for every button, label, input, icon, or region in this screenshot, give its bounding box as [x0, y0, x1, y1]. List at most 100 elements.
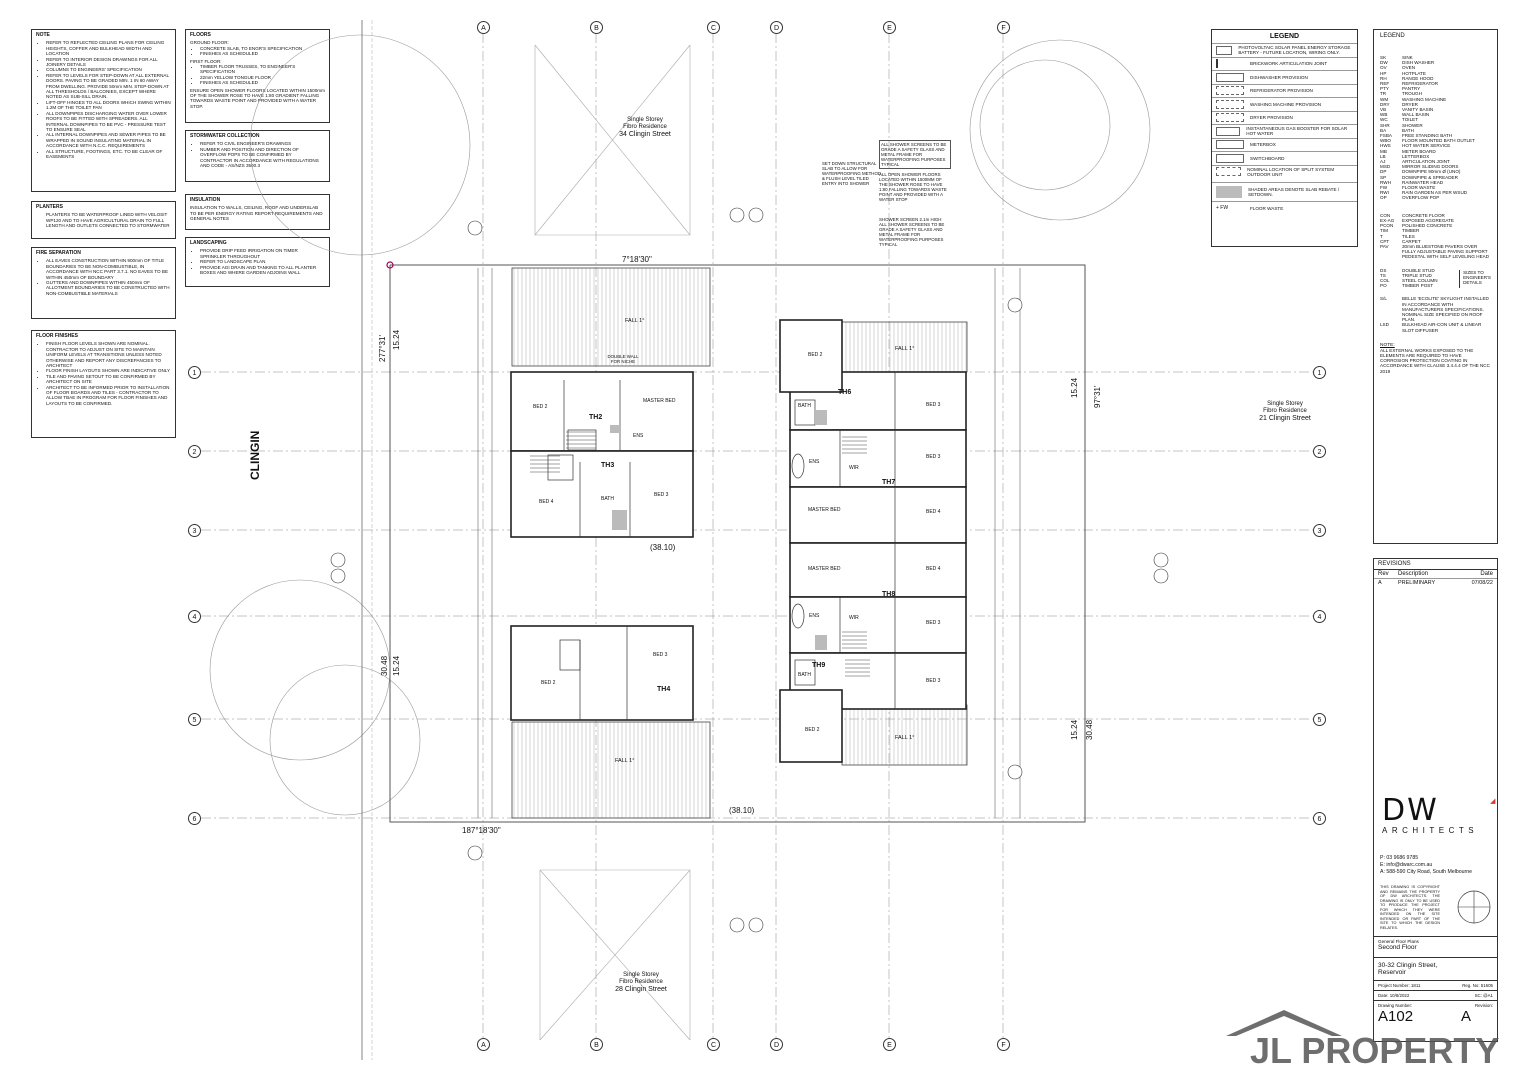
abbr-code: DRY: [1380, 101, 1390, 107]
note-item: REFER TO REFLECTED CEILING PLANS FOR CEI…: [46, 40, 171, 56]
abbr-code: TR: [1380, 91, 1387, 97]
floor-item: FINISHES AS SCHEDULED: [200, 51, 325, 56]
grid-bubble-bottom-a: A: [477, 1038, 490, 1051]
floor-finish-item: ARCHITECT TO BE INFORMED PRIOR TO INSTAL…: [46, 385, 171, 407]
legend-text: NOMINAL LOCATION OF SPLIT SYSTEM OUTDOOR…: [1247, 166, 1335, 177]
legend-title: LEGEND: [1269, 33, 1300, 40]
abbr-meaning: RAINWATER HEAD: [1402, 179, 1444, 185]
legend-text: INSTANTANEOUS GAS BOOSTER FOR SOLAR HOT …: [1246, 126, 1348, 137]
deck-fall-bottom: FALL 1°: [615, 758, 635, 764]
bearing-bottom: 187°18'30": [462, 826, 501, 835]
dimension-bottom-left-a: 30.48: [380, 655, 389, 676]
landscaping-list: PROVIDE DRIP FEED IRRIGATION ON TIMER SP…: [190, 248, 325, 275]
grid-bubble-top-b: B: [590, 21, 603, 34]
townhouse-label-th8: TH8: [882, 591, 896, 598]
reg-number-label: Reg. No:: [1462, 983, 1480, 988]
grid-bubble-left-5: 5: [188, 713, 201, 726]
abbr-code: DW: [1380, 60, 1388, 66]
grid-bubble-top-e: E: [883, 21, 896, 34]
project-number: 1811: [1410, 983, 1421, 988]
grid-bubble-bottom-f: F: [997, 1038, 1010, 1051]
room-bath-th6: BATH: [798, 403, 811, 409]
abbr-meaning: METER BOARD: [1402, 148, 1436, 154]
neighbour-line: 34 Clingin Street: [619, 131, 671, 138]
abbr-code: WC: [1380, 117, 1388, 123]
abbr-code: OV: [1380, 65, 1387, 71]
grid-bubble-top-c: C: [707, 21, 720, 34]
abbr-code: OP: [1380, 195, 1387, 201]
abbr-meaning: BULKHEAD AIR-CON UNIT & LINEAR SLOT DIFF…: [1402, 322, 1482, 333]
legend-row: SWITCHBOARD: [1212, 151, 1357, 165]
townhouse-block-right: [779, 319, 967, 763]
room-bath-th9: BATH: [798, 672, 811, 678]
project-number-label: Project Number:: [1378, 983, 1410, 988]
first-floor-list: TIMBER FLOOR TRUSSES, TO ENGINEER'S SPEC…: [190, 64, 325, 86]
stormwater-box: STORMWATER COLLECTION REFER TO CIVIL ENG…: [185, 130, 330, 182]
revisions-title: REVISIONS: [1374, 559, 1497, 570]
dryer-icon: [1216, 113, 1244, 123]
room-master-bed-th8: MASTER BED: [808, 566, 841, 572]
room-bed3-th3: BED 3: [654, 492, 669, 498]
planters-text: PLANTERS TO BE WATERPROOF LINED WITH VEL…: [46, 212, 170, 229]
reg-number: 51605: [1480, 983, 1493, 988]
neighbour-line: Single Storey: [627, 117, 663, 123]
grid-bubble-bottom-c: C: [707, 1038, 720, 1051]
note-item: REFER TO LEVELS FOR STEP-DOWN AT ALL EXT…: [46, 73, 171, 100]
room-bed3-th7: BED 3: [926, 454, 941, 460]
townhouse-label-th4: TH4: [657, 686, 671, 693]
scale-label: SC:: [1474, 993, 1482, 998]
rev-header-rev: Rev: [1378, 571, 1389, 577]
shower-screen-note-2: ALL OPEN SHOWER FLOORS LOCATED WITHIN 15…: [879, 172, 947, 202]
first-floor-label: FIRST FLOOR:: [190, 58, 222, 64]
grid-bubble-right-1: 1: [1313, 366, 1326, 379]
room-bed2-th2: BED 2: [533, 404, 548, 410]
note-item: ALL STRUCTURE, FOOTINGS, ETC. TO BE CLEA…: [46, 149, 171, 160]
insulation-text: INSULATION TO WALLS, CEILING, ROOF AND U…: [190, 205, 323, 222]
grid-bubble-top-f: F: [997, 21, 1010, 34]
site-boundary: [389, 264, 1086, 823]
townhouse-label-th2: TH2: [589, 414, 603, 421]
balcony-right-bottom: [841, 704, 968, 766]
note-item: ALL INTERNAL DOWNPIPES AND SEWER PIPES T…: [46, 132, 171, 148]
notes-list: REFER TO REFLECTED CEILING PLANS FOR CEI…: [36, 40, 171, 159]
abbr-code: WB: [1380, 112, 1388, 118]
abbr-meaning: 30mm BLUESTONE PAVERS OVER FULLY ADJUSTA…: [1402, 243, 1490, 260]
room-bed4-th7: BED 4: [926, 509, 941, 515]
floors-box: FLOORS GROUND FLOOR: CONCRETE SLAB, TO E…: [185, 29, 330, 123]
setdown-areas: [610, 410, 827, 650]
deck-fall-top: FALL 1°: [625, 318, 645, 324]
notes-title: NOTE: [36, 32, 50, 38]
balcony-fall-top: FALL 1°: [895, 346, 915, 352]
refrigerator-icon: [1216, 86, 1244, 96]
planters-box: PLANTERS PLANTERS TO BE WATERPROOF LINED…: [31, 201, 176, 239]
abbr-meaning: DRYER: [1402, 101, 1418, 107]
abbr-code: S/L: [1380, 296, 1387, 302]
landscaping-item: PROVIDE AGI DRAIN AND TANKING TO ALL PLA…: [200, 265, 325, 276]
room-master-bed-th2: MASTER BED: [643, 398, 676, 404]
house-roof-icon: [1226, 1010, 1342, 1036]
fire-item: GUTTERS AND DOWNPIPES WITHIN 450mm OF AL…: [46, 280, 171, 296]
abbr-meaning: VANITY BASIN: [1402, 107, 1434, 113]
drawing-date: 10/8/2022: [1389, 993, 1410, 998]
level-mid: (38.10): [650, 543, 676, 552]
grid-bubble-bottom-e: E: [883, 1038, 896, 1051]
room-bed4-th3: BED 4: [539, 499, 554, 505]
abbr-code: LB: [1380, 153, 1386, 159]
email-label: E:: [1380, 862, 1385, 868]
washing-machine-icon: [1216, 99, 1244, 109]
abbr-code: EX-AG: [1380, 217, 1395, 223]
abbr-meaning: PANTRY: [1402, 86, 1421, 92]
abbr-meaning: OVEN: [1402, 65, 1416, 71]
neighbour-line: 28 Clingin Street: [615, 986, 667, 993]
floor-item: FINISHES AS SCHEDULED: [200, 80, 325, 85]
legend-row: SHADED AREAS DENOTE SLAB REBATE / SETDOW…: [1212, 182, 1357, 201]
grid-bubble-bottom-d: D: [770, 1038, 783, 1051]
abbr-code: REF: [1380, 81, 1390, 87]
switchboard-icon: [1216, 153, 1244, 163]
room-ens-th8: ENS: [809, 613, 820, 619]
abbr-meaning: DOUBLE STUD: [1402, 267, 1435, 273]
